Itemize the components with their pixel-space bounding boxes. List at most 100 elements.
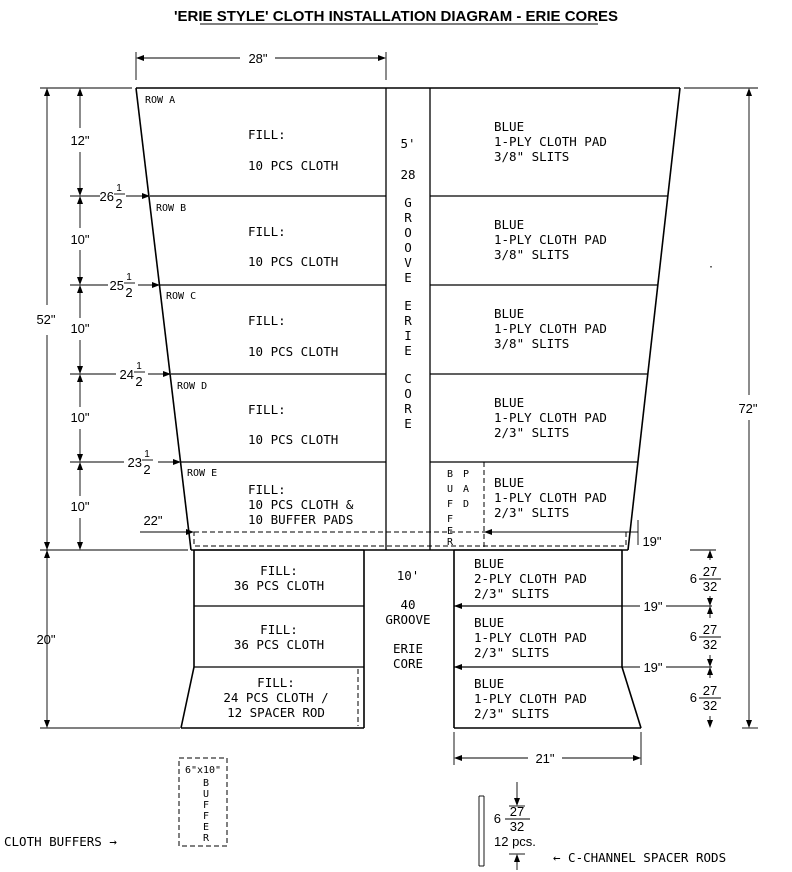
svg-text:24 PCS CLOTH /: 24 PCS CLOTH / bbox=[223, 690, 328, 705]
svg-text:2: 2 bbox=[125, 285, 132, 300]
svg-text:24: 24 bbox=[120, 367, 134, 382]
svg-text:1-PLY CLOTH PAD: 1-PLY CLOTH PAD bbox=[494, 490, 607, 505]
svg-text:R: R bbox=[404, 210, 412, 225]
svg-text:FILL:: FILL: bbox=[257, 675, 295, 690]
svg-text:40: 40 bbox=[400, 597, 415, 612]
fill-detail-c: 10 PCS CLOTH bbox=[248, 344, 338, 359]
svg-text:10': 10' bbox=[397, 568, 420, 583]
svg-text:R: R bbox=[404, 313, 412, 328]
svg-text:12 SPACER ROD: 12 SPACER ROD bbox=[227, 705, 325, 720]
svg-text:U: U bbox=[203, 789, 209, 800]
svg-text:25: 25 bbox=[110, 278, 124, 293]
svg-text:FILL:: FILL: bbox=[260, 563, 298, 578]
svg-text:1-PLY CLOTH PAD: 1-PLY CLOTH PAD bbox=[494, 410, 607, 425]
svg-text:F: F bbox=[203, 811, 209, 822]
svg-text:2-PLY CLOTH PAD: 2-PLY CLOTH PAD bbox=[474, 571, 587, 586]
lower-left-fill-2: FILL: 36 PCS CLOTH bbox=[234, 622, 324, 652]
row-label-e: ROW E bbox=[187, 468, 217, 479]
fill-label-d: FILL: bbox=[248, 402, 286, 417]
svg-text:2: 2 bbox=[143, 462, 150, 477]
svg-text:28": 28" bbox=[248, 51, 267, 66]
lower-right-pad-2: BLUE 1-PLY CLOTH PAD 2/3" SLITS bbox=[474, 615, 587, 660]
buffer-pad-label: B U F F E R P A D bbox=[447, 469, 469, 548]
svg-text:20": 20" bbox=[36, 632, 55, 647]
svg-text:12": 12" bbox=[70, 133, 89, 148]
c-channel-caption: ← C-CHANNEL SPACER RODS bbox=[553, 850, 726, 865]
pad-text-c: BLUE 1-PLY CLOTH PAD 3/8" SLITS bbox=[494, 306, 607, 351]
svg-text:E: E bbox=[404, 343, 412, 358]
svg-text:O: O bbox=[404, 386, 412, 401]
svg-text:1-PLY CLOTH PAD: 1-PLY CLOTH PAD bbox=[474, 630, 587, 645]
fill-label-c: FILL: bbox=[248, 313, 286, 328]
left-overall-height: 52" 20" bbox=[36, 87, 188, 729]
pad-text-d: BLUE 1-PLY CLOTH PAD 2/3" SLITS bbox=[494, 395, 607, 440]
svg-text:3/8" SLITS: 3/8" SLITS bbox=[494, 336, 569, 351]
svg-text:2/3" SLITS: 2/3" SLITS bbox=[474, 645, 549, 660]
svg-text:3/8" SLITS: 3/8" SLITS bbox=[494, 149, 569, 164]
svg-text:BLUE: BLUE bbox=[474, 556, 504, 571]
svg-text:10": 10" bbox=[70, 410, 89, 425]
svg-text:U: U bbox=[447, 484, 453, 495]
svg-text:B: B bbox=[447, 469, 453, 480]
svg-text:32: 32 bbox=[510, 819, 524, 834]
upper-left-edge bbox=[135, 87, 192, 551]
fill-label-b: FILL: bbox=[248, 224, 286, 239]
svg-text:CORE: CORE bbox=[393, 656, 423, 671]
svg-text:10": 10" bbox=[70, 321, 89, 336]
svg-text:1: 1 bbox=[144, 449, 150, 460]
fill-detail-a: 10 PCS CLOTH bbox=[248, 158, 338, 173]
svg-text:19": 19" bbox=[643, 660, 662, 675]
svg-text:BLUE: BLUE bbox=[474, 676, 504, 691]
fill-detail-e2: 10 BUFFER PADS bbox=[248, 512, 353, 527]
transition-dash-box bbox=[193, 531, 627, 547]
svg-text:36 PCS CLOTH: 36 PCS CLOTH bbox=[234, 637, 324, 652]
svg-text:F: F bbox=[203, 800, 209, 811]
row-width-dimensions: 26 1 2 25 1 2 24 1 2 23 1 2 22" bbox=[70, 183, 194, 535]
fill-detail-b: 10 PCS CLOTH bbox=[248, 254, 338, 269]
svg-text:P: P bbox=[463, 469, 469, 480]
svg-text:BLUE: BLUE bbox=[494, 217, 524, 232]
svg-text:52": 52" bbox=[36, 312, 55, 327]
svg-text:GROOVE: GROOVE bbox=[385, 612, 430, 627]
svg-text:I: I bbox=[404, 328, 412, 343]
svg-text:R: R bbox=[447, 537, 454, 548]
row-label-a: ROW A bbox=[145, 95, 175, 106]
lower-right-width-dims: 19" 19" bbox=[454, 599, 712, 675]
svg-text:·: · bbox=[708, 262, 714, 273]
svg-text:27: 27 bbox=[703, 622, 717, 637]
row-label-d: ROW D bbox=[177, 381, 207, 392]
fill-label-a: FILL: bbox=[248, 127, 286, 142]
svg-text:1-PLY CLOTH PAD: 1-PLY CLOTH PAD bbox=[494, 232, 607, 247]
svg-text:BLUE: BLUE bbox=[494, 475, 524, 490]
cloth-buffer-legend: 6"x10" B U F F E R CLOTH BUFFERS → bbox=[4, 757, 228, 849]
svg-text:23: 23 bbox=[128, 455, 142, 470]
svg-text:32: 32 bbox=[703, 579, 717, 594]
svg-text:E: E bbox=[447, 526, 453, 537]
svg-text:1-PLY CLOTH PAD: 1-PLY CLOTH PAD bbox=[494, 321, 607, 336]
svg-text:F: F bbox=[447, 514, 453, 525]
svg-text:19": 19" bbox=[643, 599, 662, 614]
svg-text:O: O bbox=[404, 240, 412, 255]
svg-text:2: 2 bbox=[135, 374, 142, 389]
upper-trapezoid bbox=[135, 87, 681, 551]
svg-text:R: R bbox=[404, 401, 412, 416]
svg-text:1: 1 bbox=[126, 272, 132, 283]
svg-text:E: E bbox=[203, 822, 209, 833]
svg-text:28: 28 bbox=[400, 167, 415, 182]
svg-text:F: F bbox=[447, 499, 453, 510]
right-overall-height: 72" · bbox=[684, 87, 758, 729]
lower-left-fill-1: FILL: 36 PCS CLOTH bbox=[234, 563, 324, 593]
svg-text:BLUE: BLUE bbox=[494, 306, 524, 321]
svg-text:6"x10": 6"x10" bbox=[185, 765, 221, 776]
svg-text:27: 27 bbox=[703, 683, 717, 698]
svg-text:36 PCS CLOTH: 36 PCS CLOTH bbox=[234, 578, 324, 593]
svg-text:G: G bbox=[404, 195, 412, 210]
svg-text:1: 1 bbox=[136, 361, 142, 372]
svg-text:10": 10" bbox=[70, 499, 89, 514]
svg-text:A: A bbox=[463, 484, 469, 495]
fill-detail-e: 10 PCS CLOTH & bbox=[248, 497, 354, 512]
svg-text:72": 72" bbox=[738, 401, 757, 416]
svg-text:6: 6 bbox=[494, 811, 501, 826]
svg-text:6: 6 bbox=[690, 571, 697, 586]
